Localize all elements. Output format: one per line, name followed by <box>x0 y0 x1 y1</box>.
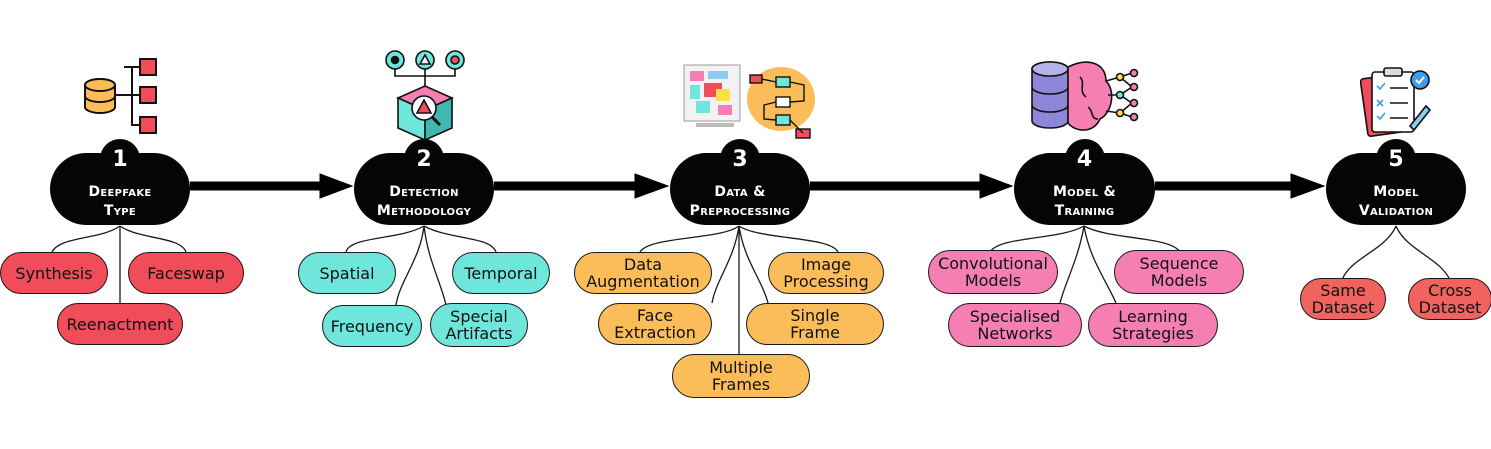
arrow-head <box>634 173 670 199</box>
stage-model-training: 4 Model & Training <box>1014 139 1155 225</box>
connector <box>989 225 1085 253</box>
data-flow-icon <box>683 64 815 139</box>
checklist-icon <box>1360 67 1432 138</box>
stage-title: Deepfake Type <box>88 184 152 219</box>
connector <box>1395 225 1451 281</box>
category-cross-dataset: Cross Dataset <box>1408 278 1491 320</box>
category-face-extraction: Face Extraction <box>598 303 712 345</box>
detection-box-icon <box>385 50 465 142</box>
category-synthesis: Synthesis <box>0 252 108 294</box>
stage-model-validation: 5 Model Validation <box>1326 139 1466 225</box>
stage-title: Data & Preprocessing <box>689 184 791 219</box>
stage-deepfake-type: 1 Deepfake Type <box>50 139 190 225</box>
connector <box>639 225 740 253</box>
stage-data-preprocessing: 3 Data & Preprocessing <box>670 139 810 225</box>
connector <box>423 225 497 253</box>
stage-detection-methodology: 2 Detection Methodology <box>354 139 494 225</box>
category-faceswap: Faceswap <box>128 252 244 294</box>
stage-number: 2 <box>404 139 444 179</box>
connector <box>51 225 121 253</box>
database-hierarchy-icon <box>84 58 157 134</box>
category-convolutional-models: Convolutional Models <box>928 250 1058 294</box>
category-sequence-models: Sequence Models <box>1114 250 1244 294</box>
category-temporal: Temporal <box>452 252 550 294</box>
category-single-frame: Single Frame <box>746 303 884 345</box>
category-learning-strategies: Learning Strategies <box>1088 303 1218 347</box>
connector <box>395 225 425 306</box>
connector <box>711 225 740 304</box>
category-specialised-networks: Specialised Networks <box>948 303 1082 347</box>
connector <box>1083 225 1181 253</box>
arrow-head <box>1290 173 1326 199</box>
category-reenactment: Reenactment <box>57 303 183 345</box>
stage-title: Detection Methodology <box>376 184 472 219</box>
stage-number: 4 <box>1064 139 1105 179</box>
connector <box>738 225 839 253</box>
category-data-augmentation: Data Augmentation <box>574 252 712 294</box>
connector <box>119 225 187 253</box>
category-image-processing: Image Processing <box>768 252 884 294</box>
stage-number: 5 <box>1376 139 1416 179</box>
connector <box>345 225 425 253</box>
stage-title: Model Validation <box>1358 184 1434 219</box>
arrow-head <box>979 173 1014 199</box>
stage-number: 3 <box>720 139 760 179</box>
category-same-dataset: Same Dataset <box>1300 278 1386 320</box>
category-spatial: Spatial <box>298 252 396 294</box>
category-multiple-frames: Multiple Frames <box>672 354 810 398</box>
stage-number: 1 <box>100 139 140 179</box>
connector <box>1341 225 1397 281</box>
brain-network-icon <box>1031 61 1139 131</box>
connector <box>1059 225 1085 304</box>
category-frequency: Frequency <box>322 305 422 347</box>
connector <box>423 225 447 306</box>
arrow-head <box>319 173 354 199</box>
connector <box>1083 225 1117 304</box>
stage-title: Model & Training <box>1052 184 1117 219</box>
connector <box>738 225 769 304</box>
category-special-artifacts: Special Artifacts <box>430 303 528 347</box>
